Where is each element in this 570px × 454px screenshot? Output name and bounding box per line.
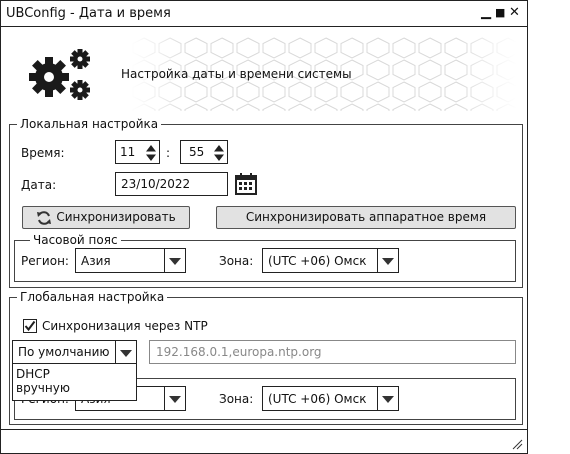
close-icon[interactable]: ✕ [509,5,520,20]
timezone-group [14,240,516,282]
chevron-down-icon[interactable] [164,249,185,272]
gears-icon [29,49,90,100]
zone-value: (UTC +06) Омск [268,392,367,406]
zone-label: Зона: [219,254,254,268]
header-title: Настройка даты и времени системы [121,67,352,81]
spin-arrows-icon[interactable] [213,144,225,162]
hexagon-pattern [131,37,516,111]
maximize-icon[interactable]: ■ [495,6,506,19]
zone-select[interactable]: (UTC +06) Омск [262,248,399,273]
dropdown-option-manual[interactable]: вручную [16,381,70,395]
local-settings-group [9,124,523,288]
region-select[interactable]: Азия [75,248,186,273]
ntp-checkbox[interactable] [23,319,37,333]
sync-button[interactable]: Синхронизировать [22,206,190,229]
minutes-value: 55 [189,145,205,159]
dropdown-option-dhcp[interactable]: DHCP [16,367,50,381]
ntp-checkbox-label[interactable]: Синхронизация через NTP [42,319,208,333]
region-label: Регион: [21,254,69,268]
ntp-mode-dropdown: DHCP вручную [12,363,137,401]
ntp-servers-value: 192.168.0.1,europa.ntp.org [156,345,322,359]
window-title: UBConfig - Дата и время [6,6,171,21]
sync-icon [36,210,52,226]
local-settings-legend: Локальная настройка [17,117,162,131]
main-window: UBConfig - Дата и время ▁ ■ ✕ [0,0,528,454]
global-settings-legend: Глобальная настройка [17,290,168,304]
date-value: 23/10/2022 [121,177,191,191]
time-separator: : [166,146,171,160]
region-value: Азия [81,254,111,268]
sync-button-label: Синхронизировать [56,210,176,224]
ntp-mode-value: По умолчанию [18,345,110,359]
hours-spinbox[interactable]: 11 [115,140,160,164]
resize-grip-icon[interactable] [511,438,523,450]
sync-hardware-button-label: Синхронизировать аппаратное время [245,210,487,224]
global-settings-group [9,297,523,425]
chevron-down-icon[interactable] [377,387,398,410]
chevron-down-icon[interactable] [377,249,398,272]
calendar-icon[interactable] [234,172,258,196]
sync-hardware-button[interactable]: Синхронизировать аппаратное время [216,206,516,229]
title-bar[interactable]: UBConfig - Дата и время ▁ ■ ✕ [1,1,527,27]
status-bar [1,429,527,453]
chevron-down-icon[interactable] [115,341,136,363]
timezone-legend: Часовой пояс [30,233,121,247]
chevron-down-icon[interactable] [164,387,185,410]
global-zone-select[interactable]: (UTC +06) Омск [262,386,399,411]
date-label: Дата: [21,178,57,192]
minutes-spinbox[interactable]: 55 [180,140,228,164]
time-label: Время: [21,146,65,160]
ntp-mode-select[interactable]: По умолчанию [12,340,137,364]
minimize-icon[interactable]: ▁ [481,5,491,20]
spin-arrows-icon[interactable] [145,144,157,162]
zone-label: Зона: [219,392,254,406]
zone-value: (UTC +06) Омск [268,254,367,268]
date-field[interactable]: 23/10/2022 [115,172,228,196]
hours-value: 11 [120,145,136,159]
ntp-servers-field[interactable]: 192.168.0.1,europa.ntp.org [149,340,516,364]
